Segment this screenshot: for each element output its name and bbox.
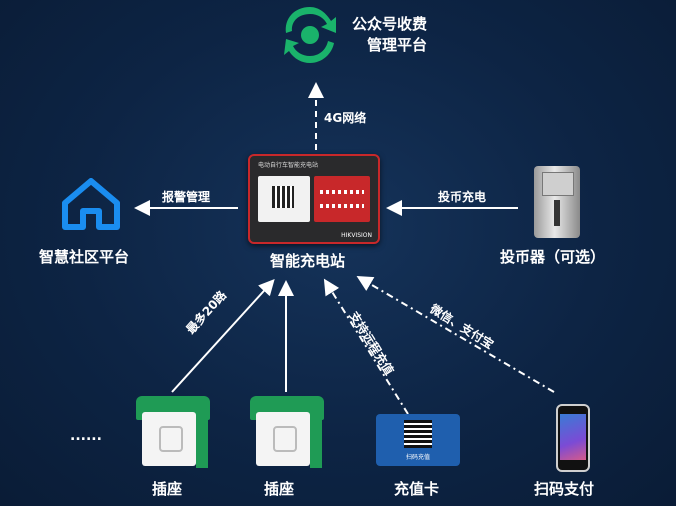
socket-2-face — [256, 412, 310, 466]
device-led-row-1 — [320, 190, 364, 194]
socket-1 — [132, 396, 210, 472]
coin-device-label: 投币器（可选） — [500, 248, 606, 266]
wechat-logo-icon — [284, 7, 336, 63]
community-label: 智慧社区平台 — [39, 248, 130, 266]
coin-acceptor-device — [534, 166, 580, 238]
phone-arrow — [356, 275, 555, 393]
platform-label-line1: 公众号收费 — [352, 15, 428, 33]
alarm-label: 报警管理 — [162, 190, 211, 204]
coin-acceptor-face — [542, 172, 574, 196]
recharge-card-caption: 扫码充值 — [405, 454, 430, 461]
card-label: 充值卡 — [394, 480, 440, 498]
socket-2 — [246, 396, 324, 472]
device-brand: HIKVISION — [341, 232, 372, 239]
device-title: 电动自行车智能充电站 — [258, 162, 319, 169]
coin-slot — [554, 200, 560, 226]
scan-pay-label: 扫码支付 — [534, 480, 595, 498]
socket-2-hole — [273, 426, 297, 452]
recharge-card-qr — [404, 420, 432, 448]
socket1-arrow — [171, 279, 275, 393]
platform-label-line2: 管理平台 — [367, 36, 428, 54]
socket-1-side — [196, 416, 208, 468]
socket-1-hole — [159, 426, 183, 452]
device-led-row-2 — [320, 204, 364, 208]
socket-1-label: 插座 — [152, 480, 183, 498]
device-qr-panel — [258, 176, 310, 222]
device-qr-code — [272, 186, 294, 208]
recharge-card: 扫码充值 — [376, 414, 460, 466]
platform-label: 公众号收费 管理平台 — [352, 14, 427, 56]
more-sockets-ellipsis: ...... — [70, 428, 102, 444]
center-label: 智能充电站 — [270, 252, 346, 270]
house-icon — [62, 178, 120, 230]
smartphone-screen — [560, 414, 586, 460]
charging-station-device: 电动自行车智能充电站 HIKVISION — [248, 154, 380, 244]
network-label: 4G网络 — [324, 111, 367, 125]
device-socket-panel — [314, 176, 370, 222]
coin-charge-label: 投币充电 — [438, 190, 487, 204]
socket-2-side — [310, 416, 322, 468]
smartphone — [556, 404, 590, 472]
socket-1-face — [142, 412, 196, 466]
socket-2-label: 插座 — [264, 480, 295, 498]
